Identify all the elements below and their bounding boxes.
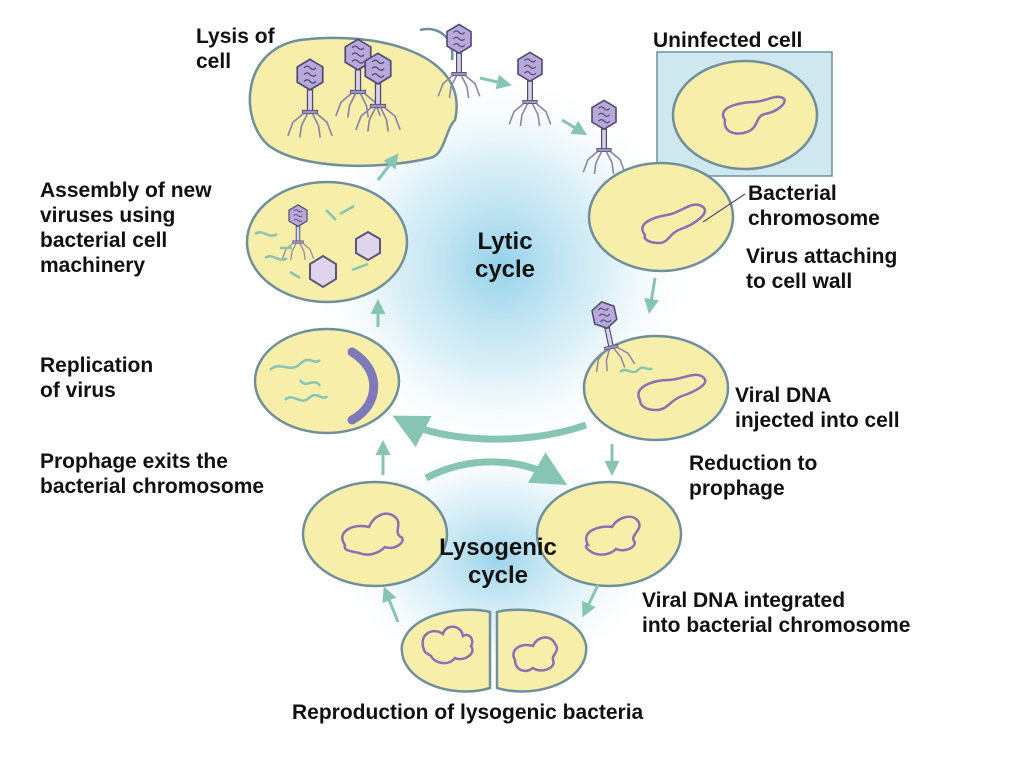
prophage-cell — [535, 480, 683, 588]
viral-parts — [254, 204, 369, 280]
chromosome-pointer — [702, 193, 746, 223]
arrow-icon — [644, 277, 659, 314]
arrow-icon — [479, 74, 512, 90]
arrow-icon — [561, 118, 588, 136]
uninfected-cell — [671, 59, 819, 171]
arrow-icon — [582, 584, 600, 618]
capsid — [309, 254, 337, 289]
arrow-icon — [392, 415, 588, 448]
daughter-chromosome — [421, 625, 474, 665]
injected-cell — [582, 334, 730, 442]
prophage-exit-cell — [301, 480, 449, 588]
integrated-chromosome — [584, 515, 641, 556]
host-chromosome — [637, 373, 707, 412]
assembly-cell — [245, 180, 409, 304]
bacterial-chromosome — [641, 203, 707, 245]
dividing-cell-right — [495, 608, 588, 693]
uninfected-label: Uninfected cell — [653, 29, 803, 52]
viral-dna-copies — [269, 358, 329, 402]
arrow-icon — [376, 153, 399, 181]
lysis-cell-rim — [419, 27, 454, 61]
prophage-band — [347, 347, 379, 425]
prophage-chromosome — [341, 512, 404, 556]
reproduction-label: Reproduction of lysogenic bacteria — [292, 701, 644, 724]
dividing-cell-left — [400, 608, 492, 693]
uninfected-chromosome — [721, 95, 786, 135]
daughter-chromosome — [512, 636, 559, 672]
arrow-icon — [424, 452, 568, 485]
injected-viral-dna — [619, 366, 653, 374]
arrow-icon — [382, 586, 400, 623]
capsid — [355, 230, 381, 262]
